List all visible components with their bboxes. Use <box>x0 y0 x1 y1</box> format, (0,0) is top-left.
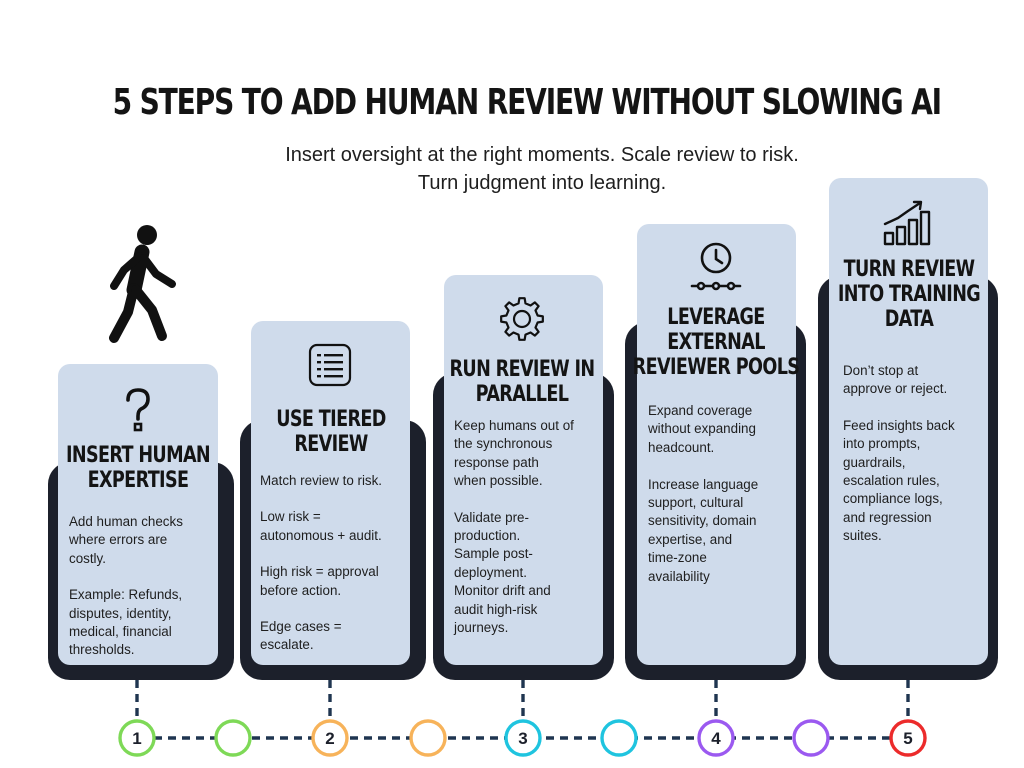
step-3-title-line-2: PARALLEL <box>475 382 569 407</box>
step-5-title-line-3: DATA <box>884 307 934 332</box>
step-3-paragraph: Keep humans out of the synchronous respo… <box>454 418 574 489</box>
timeline-node-connector <box>409 719 447 757</box>
question-icon <box>126 388 150 432</box>
page-title: 5 STEPS TO ADD HUMAN REVIEW WITHOUT SLOW… <box>112 82 942 123</box>
clock-icon <box>690 242 742 291</box>
growth-chart-icon <box>883 200 931 246</box>
step-4-paragraph: Increase language support, cultural sens… <box>648 476 759 584</box>
step-timeline: 1 2 3 4 5 <box>118 680 927 757</box>
step-2-paragraph: Edge cases = escalate. <box>260 619 342 653</box>
step-2-title-line-2: REVIEW <box>294 432 368 457</box>
step-2-title: USE TIERED REVIEW <box>251 407 411 457</box>
timeline-node-connector <box>600 719 638 757</box>
gear-icon <box>500 297 544 341</box>
step-5-title-line-2: INTO TRAINING <box>837 282 981 307</box>
step-5-body: Don’t stop at approve or reject. Feed in… <box>843 362 993 546</box>
step-3-title-line-1: RUN REVIEW IN <box>449 357 596 382</box>
timeline-node-connector <box>792 719 830 757</box>
step-2-title-line-1: USE TIERED <box>276 407 386 432</box>
page-subtitle: Insert oversight at the right moments. S… <box>236 141 848 197</box>
step-4-title-line-2: EXTERNAL <box>667 330 765 355</box>
step-4-body: Expand coverage without expanding headco… <box>648 402 798 586</box>
step-4-card <box>637 224 796 665</box>
step-4-title-line-3: REVIEWER POOLS <box>632 355 800 380</box>
walking-person-icon <box>109 225 176 343</box>
timeline-label-5: 5 <box>903 729 912 748</box>
step-1-paragraph: Example: Refunds, disputes, identity, me… <box>69 587 183 658</box>
timeline-node-5 <box>889 719 927 757</box>
step-5-paragraph: Feed insights back into prompts, guardra… <box>843 417 955 544</box>
step-5-card <box>829 178 988 665</box>
step-2-card <box>251 321 410 665</box>
list-icon <box>308 343 352 387</box>
step-5-title: TURN REVIEW INTO TRAINING DATA <box>821 257 997 332</box>
subtitle-line-1: Insert oversight at the right moments. S… <box>285 144 799 166</box>
step-2-body: Match review to risk. Low risk = autonom… <box>260 472 410 655</box>
step-2-paragraph: Low risk = autonomous + audit. <box>260 509 382 543</box>
step-2-paragraph: Match review to risk. <box>260 473 383 488</box>
timeline-node-4 <box>697 719 735 757</box>
step-4-title: LEVERAGE EXTERNAL REVIEWER POOLS <box>620 305 812 380</box>
timeline-node-3 <box>504 719 542 757</box>
step-5-title-line-1: TURN REVIEW <box>843 257 975 282</box>
timeline-label-4: 4 <box>711 729 721 748</box>
step-3-paragraph: Validate pre- production. Sample post- d… <box>454 509 551 636</box>
timeline-node-2 <box>311 719 349 757</box>
step-3-body: Keep humans out of the synchronous respo… <box>454 417 604 637</box>
timeline-label-3: 3 <box>518 729 527 748</box>
timeline-label-2: 2 <box>325 729 334 748</box>
timeline-node-1 <box>118 719 156 757</box>
subtitle-line-2: Turn judgment into learning. <box>417 172 667 194</box>
step-1-paragraph: Add human checks where errors are costly… <box>69 514 183 566</box>
step-3-title: RUN REVIEW IN PARALLEL <box>434 357 610 407</box>
step-2-paragraph: High risk = approval before action. <box>260 564 379 598</box>
step-1-title-line-2: EXPERTISE <box>87 468 189 493</box>
timeline-label-1: 1 <box>132 729 141 748</box>
step-5-paragraph: Don’t stop at approve or reject. <box>843 363 948 397</box>
step-1-body: Add human checks where errors are costly… <box>69 513 214 660</box>
step-4-title-line-1: LEVERAGE <box>667 305 765 330</box>
step-1-title: INSERT HUMAN EXPERTISE <box>58 443 218 493</box>
step-1-title-line-1: INSERT HUMAN <box>65 443 211 468</box>
step-4-paragraph: Expand coverage without expanding headco… <box>648 403 756 455</box>
timeline-node-connector <box>214 719 252 757</box>
